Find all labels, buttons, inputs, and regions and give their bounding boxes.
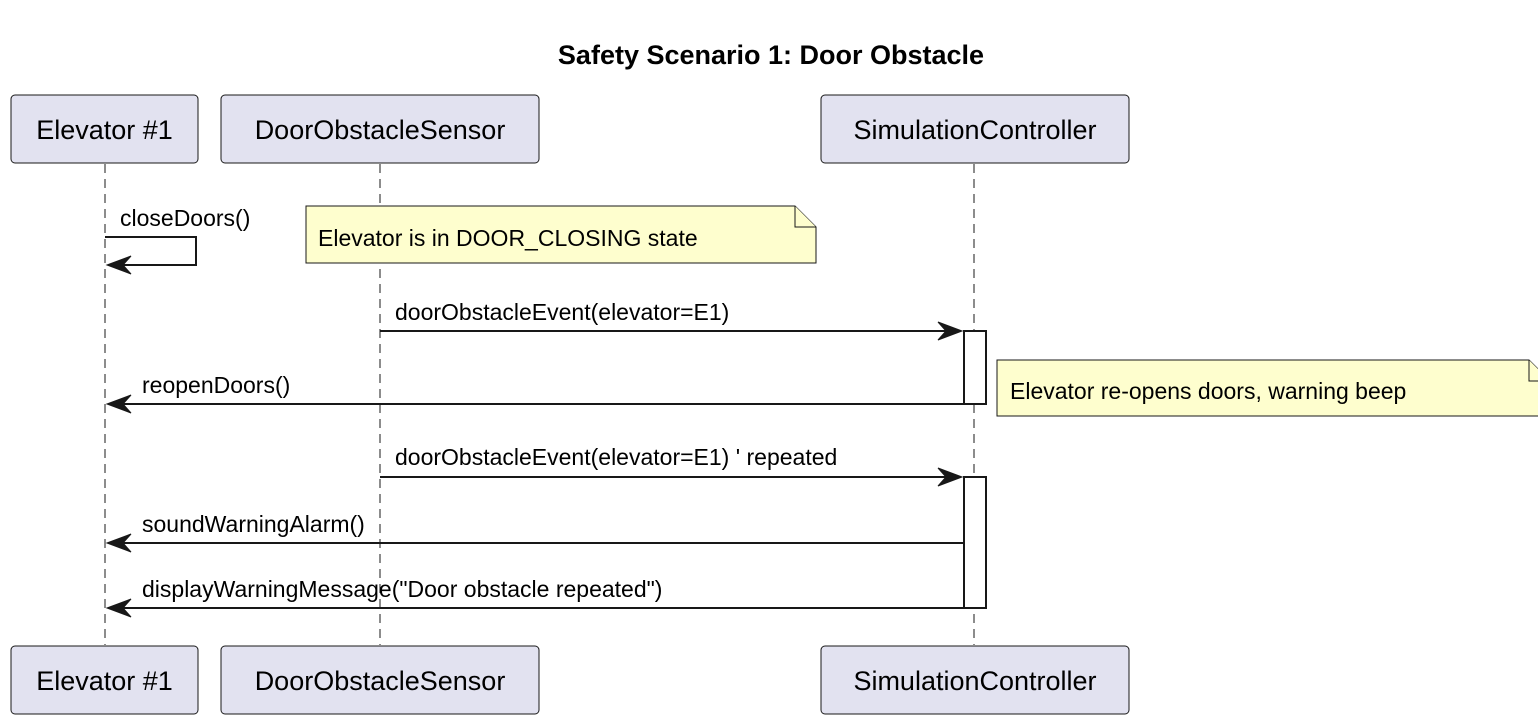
participant-sensor-top[interactable]: DoorObstacleSensor: [220, 94, 540, 164]
diagram-title: Safety Scenario 1: Door Obstacle: [558, 40, 984, 70]
message-label: reopenDoors(): [142, 372, 290, 398]
participant-label: SimulationController: [853, 115, 1096, 145]
participant-label: Elevator #1: [36, 666, 173, 696]
participant-controller-top[interactable]: SimulationController: [820, 94, 1130, 164]
participant-sensor-bottom[interactable]: DoorObstacleSensor: [220, 645, 540, 715]
note-label: Elevator is in DOOR_CLOSING state: [318, 225, 698, 251]
note-label: Elevator re-opens doors, warning beep: [1010, 378, 1406, 404]
message-label: doorObstacleEvent(elevator=E1): [395, 299, 729, 325]
activations: [963, 330, 987, 609]
message-label: doorObstacleEvent(elevator=E1) ' repeate…: [395, 444, 837, 470]
note-body: [305, 205, 817, 264]
message-door-obstacle-event-1[interactable]: doorObstacleEvent(elevator=E1): [380, 299, 964, 341]
arrowhead-icon: [105, 255, 132, 275]
participant-label: Elevator #1: [36, 115, 173, 145]
participant-elevator-bottom[interactable]: Elevator #1: [10, 645, 199, 715]
arrowhead-icon: [105, 598, 132, 618]
participant-box: [820, 645, 1130, 715]
message-label: closeDoors(): [120, 205, 250, 231]
message-display-warning-message[interactable]: displayWarningMessage("Door obstacle rep…: [105, 576, 964, 618]
activation-controller-1: [963, 330, 987, 405]
participant-label: SimulationController: [853, 666, 1096, 696]
participant-box: [220, 645, 540, 715]
message-close-doors[interactable]: closeDoors(): [105, 205, 250, 275]
message-line: [105, 236, 197, 266]
activation-controller-2: [963, 476, 987, 609]
note-body: [996, 359, 1538, 417]
note-reopen-warning: Elevator re-opens doors, warning beep: [996, 359, 1538, 417]
message-label: soundWarningAlarm(): [142, 511, 365, 537]
message-door-obstacle-event-2[interactable]: doorObstacleEvent(elevator=E1) ' repeate…: [380, 444, 964, 487]
message-sound-warning-alarm[interactable]: soundWarningAlarm(): [105, 511, 964, 553]
participant-label: DoorObstacleSensor: [255, 115, 506, 145]
participant-controller-bottom[interactable]: SimulationController: [820, 645, 1130, 715]
participant-label: DoorObstacleSensor: [255, 666, 506, 696]
participant-box: [10, 645, 199, 715]
note-door-closing-state: Elevator is in DOOR_CLOSING state: [305, 205, 817, 264]
arrowhead-icon: [105, 533, 132, 553]
note-fold-icon: [1528, 360, 1538, 382]
message-label: displayWarningMessage("Door obstacle rep…: [142, 576, 662, 602]
message-reopen-doors[interactable]: reopenDoors(): [105, 372, 964, 414]
participant-box: [10, 94, 199, 164]
participant-box: [820, 94, 1130, 164]
participant-elevator-top[interactable]: Elevator #1: [10, 94, 199, 164]
arrowhead-icon: [105, 394, 132, 414]
note-fold-icon: [794, 206, 816, 228]
arrowhead-icon: [937, 467, 964, 487]
participant-box: [220, 94, 540, 164]
arrowhead-icon: [937, 321, 964, 341]
